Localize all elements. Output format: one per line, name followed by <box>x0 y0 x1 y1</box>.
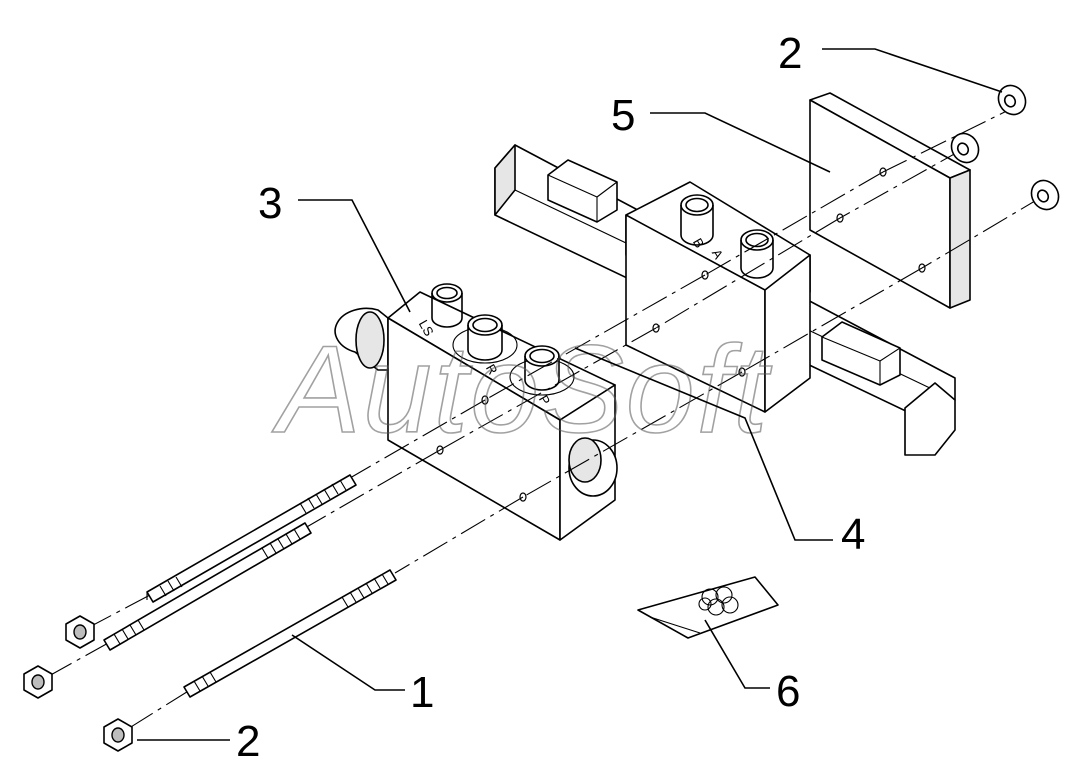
studs-part-1 <box>103 474 397 698</box>
valve-block-part-4 <box>625 181 811 413</box>
callout-1: 1 <box>410 668 434 717</box>
callout-5: 5 <box>611 91 635 140</box>
nuts-part-2 <box>23 84 1060 752</box>
valve-section-part-3 <box>334 283 618 541</box>
callout-6: 6 <box>776 667 800 716</box>
callout-3: 3 <box>258 179 282 228</box>
watermark-logo: AutoSoft <box>271 321 772 459</box>
callout-4: 4 <box>841 510 865 559</box>
callout-labels: 2 5 3 4 1 6 2 <box>236 29 865 766</box>
seal-kit-part-6 <box>637 576 779 639</box>
port-label-ls: LS <box>416 317 437 339</box>
leader-lines <box>137 48 1003 741</box>
callout-2-top: 2 <box>778 29 802 78</box>
callout-2-bottom: 2 <box>236 717 260 766</box>
